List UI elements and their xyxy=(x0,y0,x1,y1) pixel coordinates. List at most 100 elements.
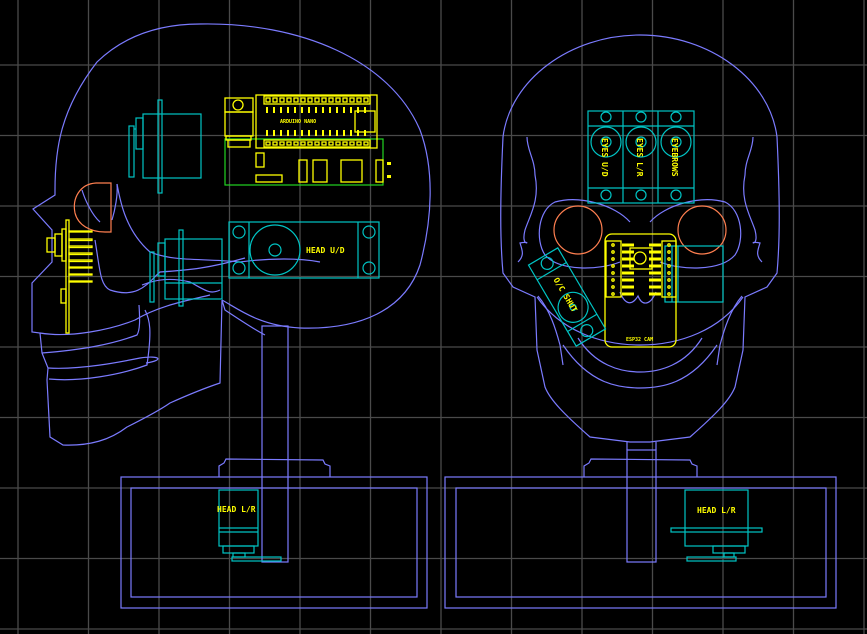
pin-label-mark xyxy=(649,243,661,247)
pin-label-mark xyxy=(273,107,275,113)
esp32-pin xyxy=(68,273,93,276)
header-pin xyxy=(356,97,362,103)
esp32-pin xyxy=(68,245,93,249)
esp32-pin xyxy=(611,285,615,289)
pin-label-mark xyxy=(649,292,661,296)
header-pin xyxy=(342,97,348,103)
pin-label-mark xyxy=(315,107,317,113)
header-pin xyxy=(363,97,369,103)
side-skull-lower-jaw xyxy=(47,299,266,381)
pin-label-mark xyxy=(308,107,310,113)
esp32-pin xyxy=(611,264,615,268)
side-skull-upper-teeth xyxy=(39,294,211,354)
header-pin xyxy=(314,141,320,146)
servo-label-eyes-lr: EYES L/R xyxy=(635,138,644,177)
header-pin xyxy=(328,141,334,146)
pin-label-mark xyxy=(308,130,310,136)
esp32-pin xyxy=(611,292,615,296)
esp32-pin xyxy=(667,292,671,296)
pin-label-mark xyxy=(294,130,296,136)
pin-label-mark xyxy=(622,264,634,268)
pin-label-mark xyxy=(343,130,345,136)
esp32-pin xyxy=(667,243,671,247)
pin-label-mark xyxy=(622,292,634,296)
pin-label-mark xyxy=(649,271,661,275)
side-neck-post xyxy=(261,325,289,563)
jaw-servo-label: O/C SHUT xyxy=(552,276,579,314)
pin-label-mark xyxy=(350,130,352,136)
side-base xyxy=(120,458,428,609)
pin-label-mark xyxy=(649,257,661,261)
pin-label-mark xyxy=(287,107,289,113)
perfboard-outline xyxy=(224,138,384,186)
pin-label-mark xyxy=(350,107,352,113)
front-jaw-servo: O/C SHUT xyxy=(527,247,607,347)
arduino-label: ARDUINO NANO xyxy=(280,119,316,125)
header-pin xyxy=(349,141,355,146)
header-pin xyxy=(293,97,299,103)
pin-label-mark xyxy=(622,250,634,254)
pin-label-mark xyxy=(343,107,345,113)
esp32-pin xyxy=(667,250,671,254)
front-head-lr-label: HEAD L/R xyxy=(697,506,736,515)
side-esp32-cam xyxy=(46,219,93,334)
esp32-pin xyxy=(68,266,93,269)
header-pin xyxy=(286,97,292,103)
front-view: EYES U/D EYES L/R EYEBROWS ESP32 CAM xyxy=(444,34,837,609)
front-skull-outline xyxy=(500,34,780,443)
front-base xyxy=(444,458,837,609)
head-ud-label: HEAD U/D xyxy=(306,246,345,255)
side-skull-jaw-hinge xyxy=(141,278,221,293)
pin-label-mark xyxy=(622,278,634,282)
pin-label-mark xyxy=(280,130,282,136)
pin-label-mark xyxy=(315,130,317,136)
arduino-nano-board: ARDUINO NANO xyxy=(224,94,391,186)
front-skull-temple-right xyxy=(743,136,763,263)
pin-label-mark xyxy=(649,285,661,289)
header-pin xyxy=(307,141,313,146)
header-pin xyxy=(363,141,369,146)
pin-label-mark xyxy=(622,271,634,275)
front-eye-right xyxy=(677,205,727,255)
pin-label-mark xyxy=(649,278,661,282)
pin-label-mark xyxy=(280,107,282,113)
esp32-pin xyxy=(667,271,671,275)
header-pin xyxy=(272,97,278,103)
pin-label-mark xyxy=(622,257,634,261)
header-pin xyxy=(314,97,320,103)
pin-label-mark xyxy=(301,130,303,136)
pin-label-mark xyxy=(273,130,275,136)
servo-label-eyebrows: EYEBROWS xyxy=(670,138,679,177)
side-head-lr-label: HEAD L/R xyxy=(217,505,256,514)
esp32-pin xyxy=(667,285,671,289)
front-servo-block: EYES U/D EYES L/R EYEBROWS xyxy=(587,110,695,204)
esp32-pin xyxy=(611,243,615,247)
header-pin xyxy=(300,141,306,146)
esp32-cam-label: ESP32 CAM xyxy=(626,337,653,343)
header-pin xyxy=(349,97,355,103)
front-teeth-lower xyxy=(562,337,718,389)
front-nasal xyxy=(619,291,657,304)
front-neck-post xyxy=(626,449,657,563)
header-pin xyxy=(335,141,341,146)
front-side-servo xyxy=(664,245,724,303)
pin-label-mark xyxy=(287,130,289,136)
side-skull-zygomatic xyxy=(94,239,246,294)
esp32-pin xyxy=(68,230,93,233)
pin-label-mark xyxy=(622,243,634,247)
servo-label-eyes-ud: EYES U/D xyxy=(600,138,609,177)
header-pin xyxy=(286,141,292,146)
esp32-pin xyxy=(68,280,93,283)
front-neck xyxy=(626,442,657,450)
pin-label-mark xyxy=(329,130,331,136)
side-head-lr-servo: HEAD L/R xyxy=(217,489,282,562)
header-pin xyxy=(342,141,348,146)
pin-label-mark xyxy=(322,130,324,136)
esp32-pin xyxy=(611,257,615,261)
side-jaw-servo xyxy=(149,229,223,307)
esp32-pin xyxy=(611,250,615,254)
side-skull-cranium xyxy=(54,23,431,329)
header-pin xyxy=(300,97,306,103)
pin-label-mark xyxy=(266,107,268,113)
